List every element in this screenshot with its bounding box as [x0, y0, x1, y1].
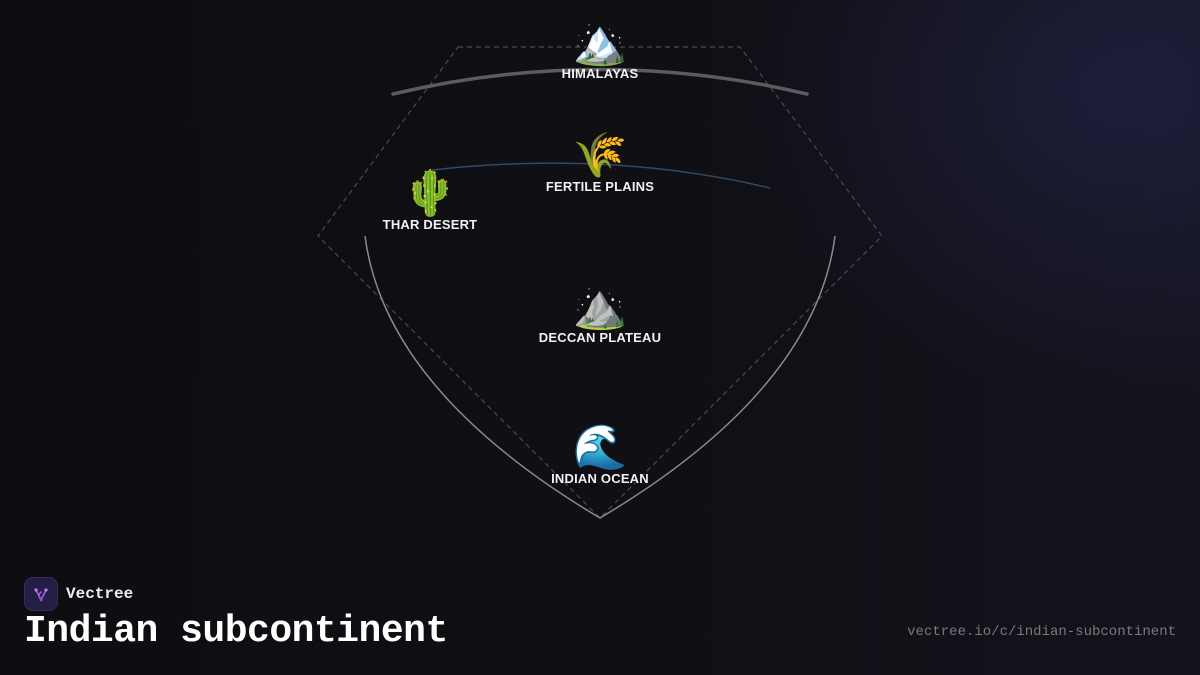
region-label: DECCAN PLATEAU [538, 330, 662, 345]
page-url[interactable]: vectree.io/c/indian-subcontinent [907, 624, 1176, 640]
wave-icon: 🌊 [572, 423, 628, 472]
region-label: THAR DESERT [382, 217, 478, 232]
wheat-icon: 🌾 [572, 131, 628, 180]
region-himalayas[interactable]: 🏔️ HIMALAYAS [561, 18, 639, 82]
river-line [431, 162, 771, 189]
region-indian-ocean[interactable]: 🌊 INDIAN OCEAN [551, 423, 649, 487]
peninsula-outline [364, 235, 836, 519]
region-label: FERTILE PLAINS [545, 179, 655, 194]
branch-icon [34, 588, 48, 602]
region-label: INDIAN OCEAN [551, 471, 649, 486]
region-thar-desert[interactable]: 🌵 THAR DESERT [382, 169, 478, 233]
mountain-icon: ⛰️ [572, 282, 628, 331]
region-fertile-plains[interactable]: 🌾 FERTILE PLAINS [545, 131, 655, 195]
mountain-snow-icon: 🏔️ [572, 18, 628, 67]
brand[interactable]: Vectree [24, 577, 133, 611]
dashed-pentagon-outline [317, 46, 883, 519]
page-title: Indian subcontinent [24, 610, 448, 653]
brand-logo [24, 577, 58, 611]
cactus-icon: 🌵 [402, 169, 458, 218]
himalaya-arc [391, 67, 809, 96]
region-label: HIMALAYAS [561, 66, 639, 81]
brand-name: Vectree [66, 585, 134, 603]
region-deccan-plateau[interactable]: ⛰️ DECCAN PLATEAU [538, 282, 662, 346]
